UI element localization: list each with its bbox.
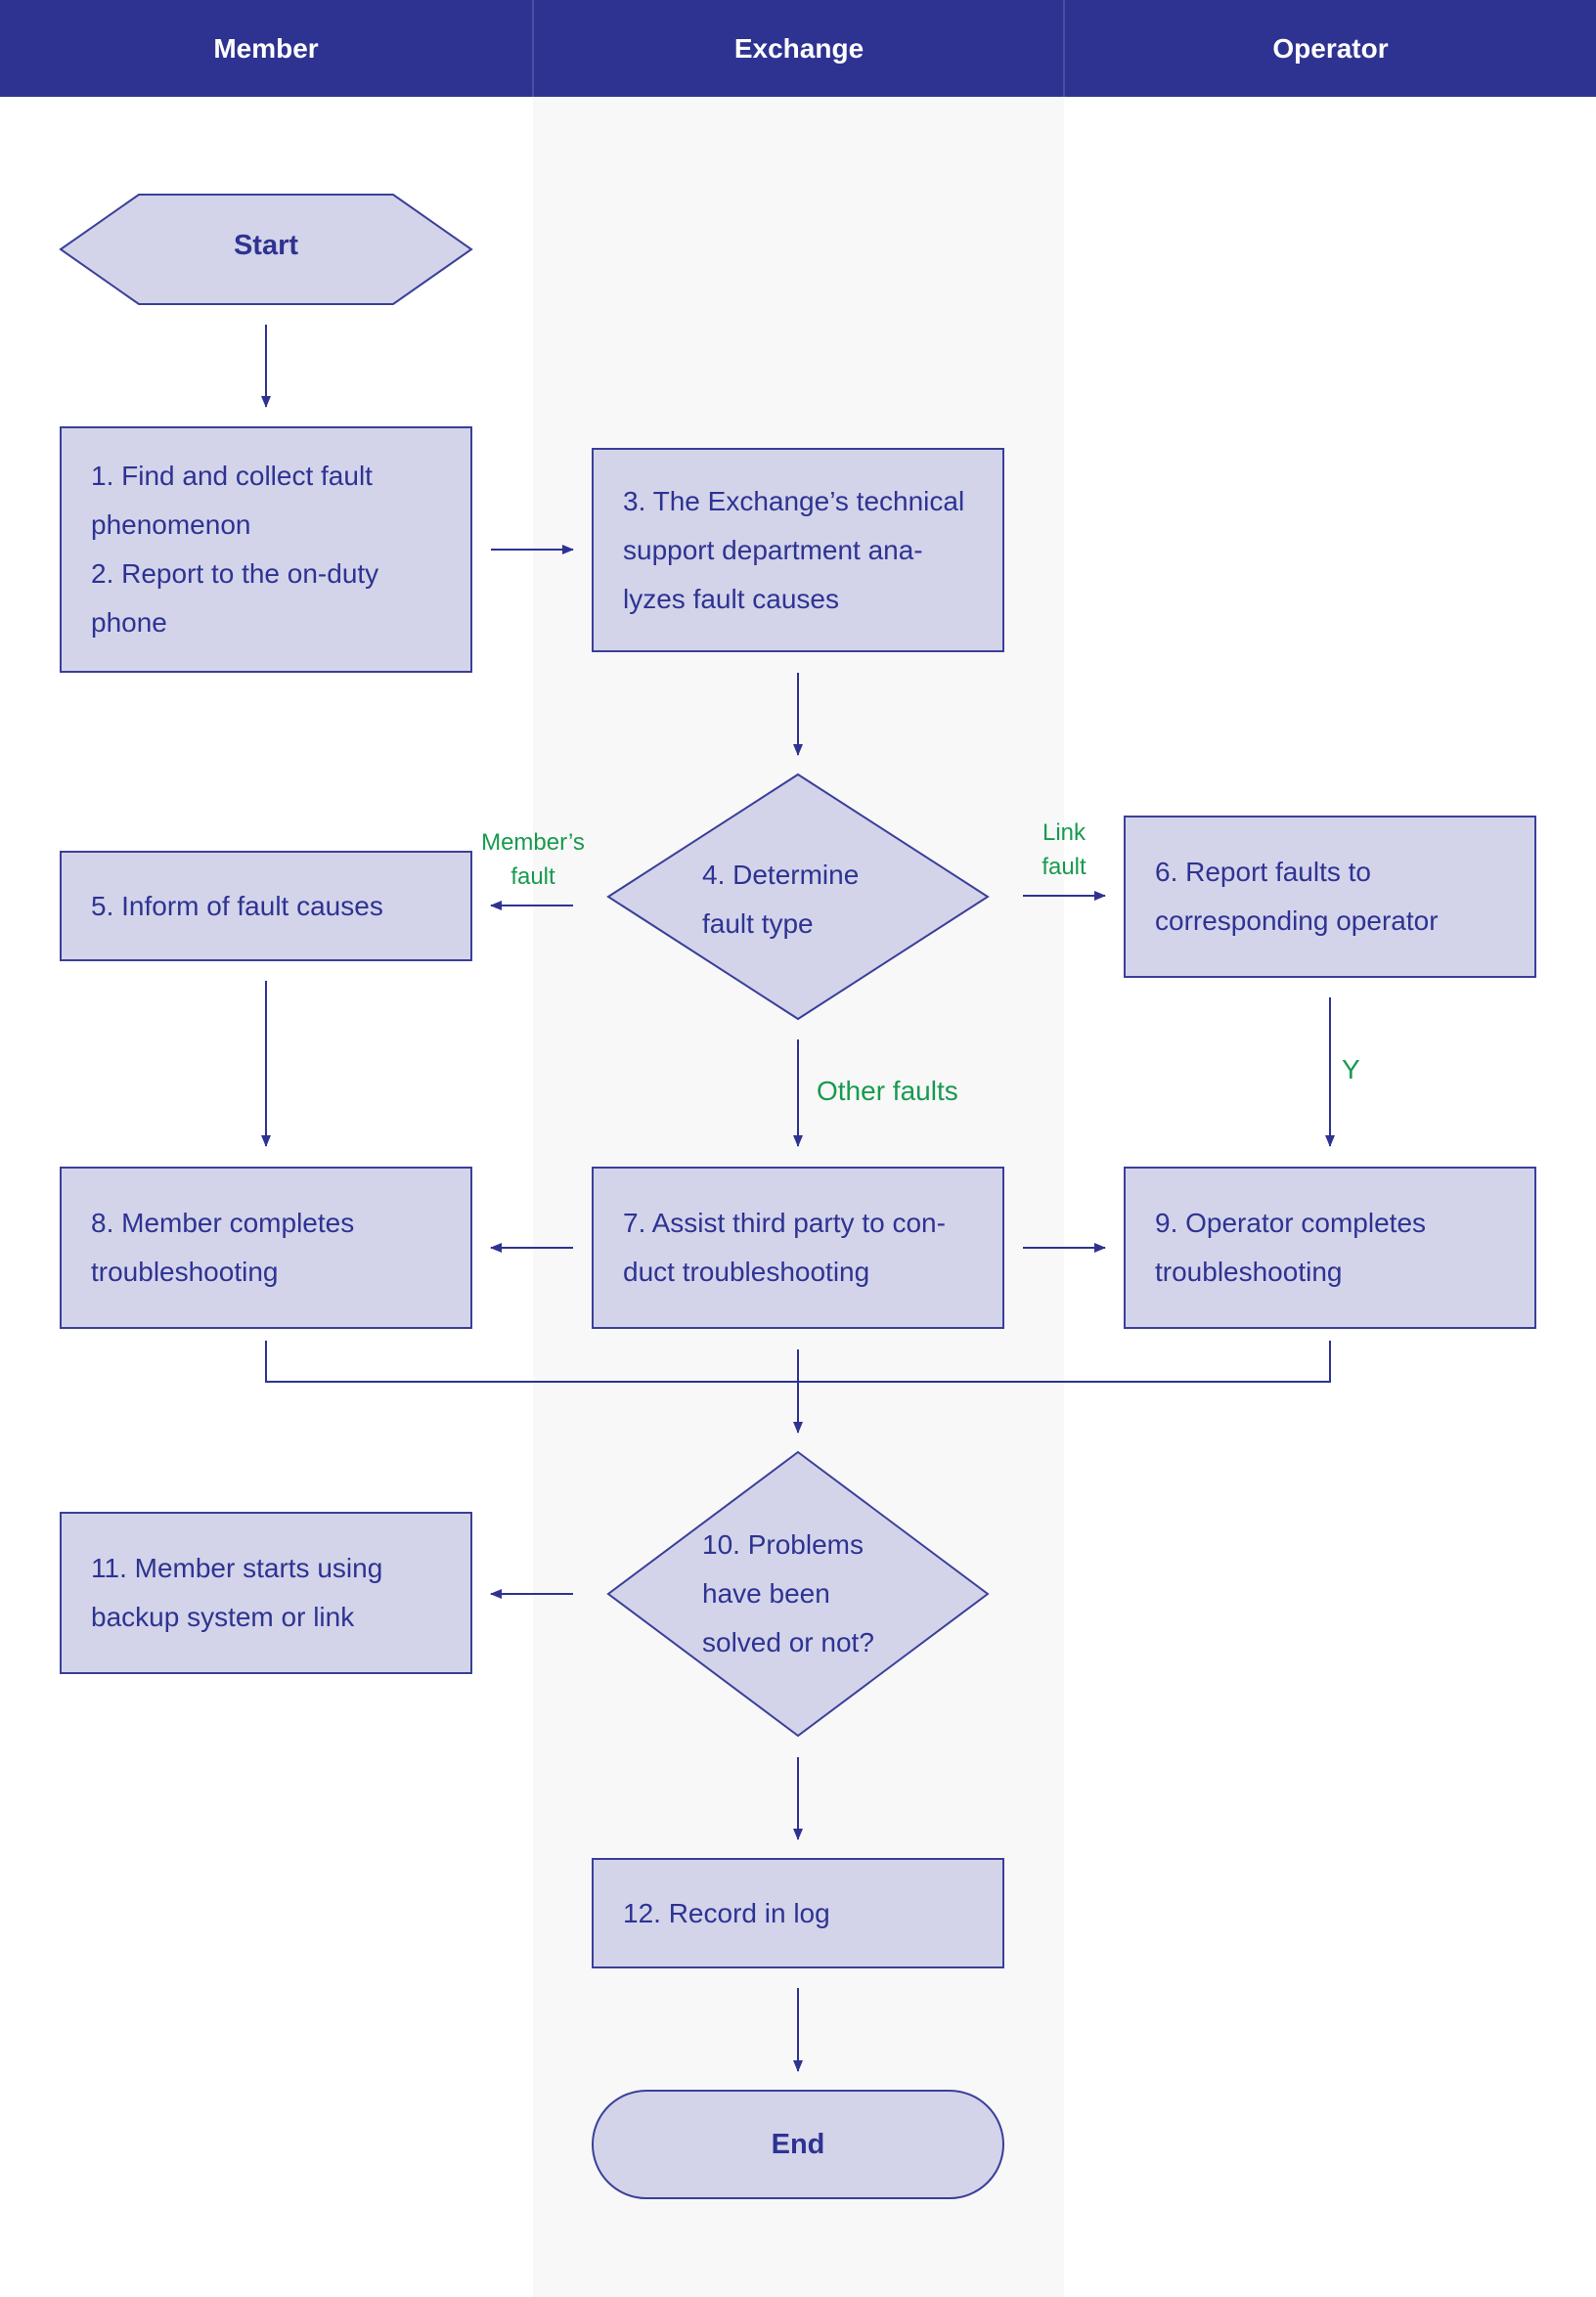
start-terminal-shape <box>59 194 473 305</box>
lane-title-operator: Operator <box>1272 33 1389 64</box>
step-3-text: 3. The Exchange’s technical support depa… <box>623 485 965 614</box>
step-2-text: 2. Report to the on-duty phone <box>91 558 379 638</box>
step-12-record-log-box: 12. Record in log <box>592 1858 1004 1968</box>
edge-label-members-fault-line2: fault <box>510 863 555 890</box>
edge-label-link-fault-line1: Link <box>1042 819 1086 846</box>
edge-label-members-fault: Member’s fault <box>460 825 606 894</box>
swimlane-header: Member Exchange Operator <box>0 0 1596 97</box>
step-11-backup-box: 11. Member starts using backup system or… <box>60 1512 472 1674</box>
edge-label-link-fault-line2: fault <box>1042 854 1086 880</box>
edge-label-members-fault-line1: Member’s <box>481 829 585 856</box>
step-4-decision-shape <box>606 773 990 1021</box>
edge-label-link-fault: Link fault <box>1005 816 1123 884</box>
step-4-text: 4. Determine fault type <box>702 851 888 949</box>
step-10-text: 10. Problems have been solved or not? <box>702 1521 888 1667</box>
step-10-label: 10. Problems have been solved or not? <box>702 1529 874 1657</box>
step-8-text: 8. Member completes troubleshooting <box>91 1208 355 1287</box>
step-9-operator-troubleshooting-box: 9. Operator completes troubleshooting <box>1124 1167 1536 1329</box>
step-1-collect-and-report-box: 1. Find and collect fault phenomenon 2. … <box>60 426 472 673</box>
step-7-assist-third-party-box: 7. Assist third party to con-duct troubl… <box>592 1167 1004 1329</box>
lane-divider <box>532 0 534 97</box>
start-label: Start <box>233 230 299 261</box>
step-12-text: 12. Record in log <box>623 1897 830 1928</box>
step-7-text: 7. Assist third party to con-duct troubl… <box>623 1208 946 1287</box>
step-5-inform-box: 5. Inform of fault causes <box>60 851 472 961</box>
edge-label-yes: Y <box>1342 1054 1360 1084</box>
step-10-decision-shape <box>606 1450 990 1738</box>
lane-title-exchange: Exchange <box>733 33 864 64</box>
step-3-analyze-box: 3. The Exchange’s technical support depa… <box>592 448 1004 652</box>
step-5-text: 5. Inform of fault causes <box>91 890 383 921</box>
lane-title-member: Member <box>213 33 319 64</box>
step-11-text: 11. Member starts using backup system or… <box>91 1553 383 1632</box>
end-label: End <box>771 2128 825 2160</box>
step-6-text: 6. Report faults to corresponding operat… <box>1155 857 1439 936</box>
step-9-text: 9. Operator completes troubleshooting <box>1155 1208 1427 1287</box>
step-4-label: 4. Determine fault type <box>702 860 860 939</box>
lane-divider <box>1063 0 1065 97</box>
edge-label-other-faults: Other faults <box>817 1076 958 1106</box>
step-8-member-troubleshooting-box: 8. Member completes troubleshooting <box>60 1167 472 1329</box>
step-6-report-operator-box: 6. Report faults to corresponding operat… <box>1124 816 1536 978</box>
step-1-text: 1. Find and collect fault phenomenon <box>91 461 373 540</box>
end-terminal-shape: End <box>592 2090 1004 2199</box>
